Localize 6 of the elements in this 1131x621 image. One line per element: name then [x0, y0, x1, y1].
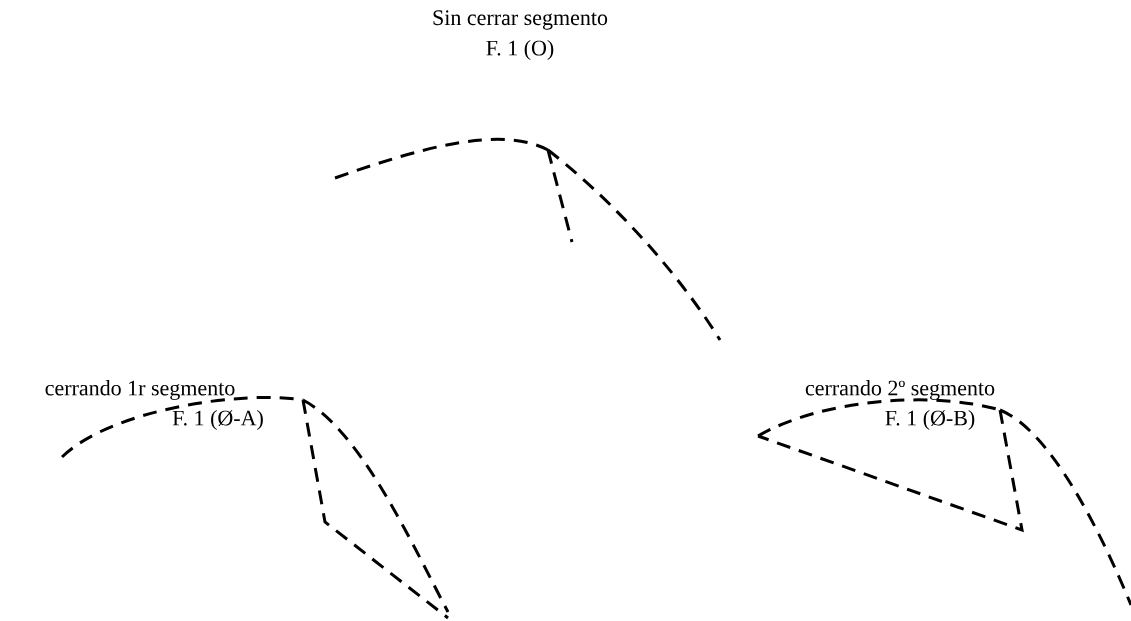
formula-label: F. 1 (O)	[486, 40, 554, 60]
formula-label: cerrando 1r segmento	[45, 380, 235, 400]
formula-label: Sin cerrar segmento	[433, 10, 608, 30]
formula-label: F. 1 (Ø-A)	[172, 410, 263, 430]
formula-label: cerrando 2º segmento	[805, 380, 995, 400]
formula-label: F. 1 (Ø-B)	[885, 410, 975, 430]
